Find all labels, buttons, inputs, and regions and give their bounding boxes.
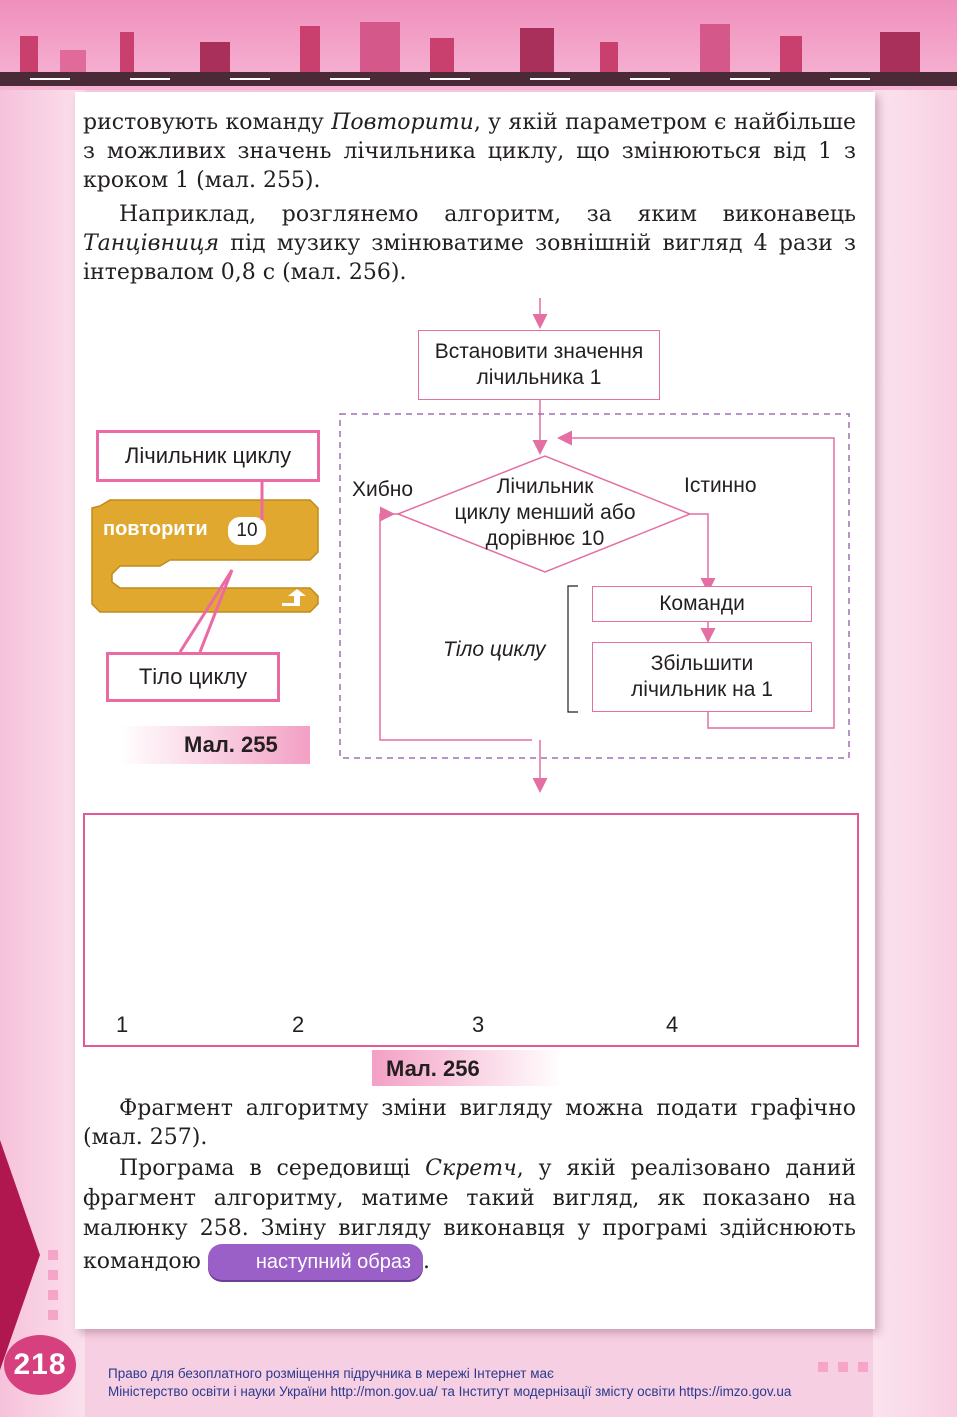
dancer-photo-frame [83, 813, 859, 1047]
condition-line: дорівнює 10 [485, 527, 605, 550]
road-dash [730, 78, 770, 80]
text-run: , у якій параметром є найбільше з можлив… [83, 110, 856, 193]
road-dash [430, 78, 470, 80]
road-dash [630, 78, 670, 80]
road-dash [130, 78, 170, 80]
road-dash [30, 78, 70, 80]
paragraph-3: Фрагмент алгоритму зміни вигляду можна п… [83, 1096, 856, 1150]
box-text: лічильник на 1 [631, 678, 773, 701]
repeat-label: повторити [103, 518, 208, 540]
callout-text: Лічильник циклу [124, 443, 292, 468]
box-text: Встановити значення [434, 340, 644, 363]
init-counter-box: Встановити значення лічильника 1 [418, 330, 660, 400]
callout-loop-counter: Лічильник циклу [96, 430, 320, 482]
callout-text: Тіло циклу [138, 664, 248, 689]
text-run: Наприклад, розглянемо алгоритм, за яким … [119, 202, 856, 227]
paragraph-4: Програма в середовищі Скретч, у якій реа… [83, 1154, 856, 1280]
top-banner [0, 0, 957, 90]
text-run: Програма в середовищі [119, 1156, 426, 1181]
condition-text: Лічильник циклу менший або дорівнює 10 [430, 474, 660, 552]
left-triangle-decoration [0, 1140, 40, 1370]
decor-square [48, 1290, 58, 1300]
paragraph-2: Наприклад, розглянемо алгоритм, за яким … [83, 200, 856, 287]
text-run: ристовують команду [83, 110, 332, 135]
dancer-number: 2 [292, 1012, 305, 1037]
decor-square [858, 1362, 868, 1372]
dancer-number: 1 [116, 1012, 129, 1037]
caption-bar-255 [120, 726, 310, 764]
performer-name: Танцівниця [83, 231, 220, 256]
building [600, 42, 618, 72]
caption-fig-255: Мал. 255 [184, 732, 278, 757]
callout-pointer [178, 569, 234, 653]
text-run: , у якій реалізовано даний фрагмент алго… [83, 1156, 856, 1274]
condition-line: Лічильник [496, 475, 594, 498]
increment-counter-box: Збільшити лічильник на 1 [592, 642, 812, 712]
box-text: Збільшити [650, 652, 754, 675]
building [300, 26, 320, 72]
box-text: лічильника 1 [476, 366, 602, 389]
road-dash [230, 78, 270, 80]
road-dash [830, 78, 870, 80]
text-run: під музику змінюватиме зовнішній вигляд … [83, 231, 856, 285]
repeat-count-input[interactable]: 10 [236, 520, 258, 541]
loop-body-label: Тіло циклу [443, 638, 546, 661]
command-name: Повторити [331, 110, 474, 135]
commands-box: Команди [592, 586, 812, 622]
footer-ministry-line: Міністерство освіти і науки України http… [108, 1384, 792, 1399]
building [120, 32, 134, 72]
building [200, 42, 230, 72]
building [780, 36, 802, 72]
decor-square [818, 1362, 828, 1372]
decor-square [48, 1250, 58, 1260]
footer-rights-line: Право для безоплатного розміщення підруч… [108, 1366, 554, 1381]
road-dash [530, 78, 570, 80]
paragraph-1: ристовують команду Повторити, у якій пар… [83, 108, 856, 195]
text-run: . [422, 1249, 430, 1274]
road [0, 72, 957, 86]
dancer-number: 4 [666, 1012, 679, 1037]
repeat-block [91, 499, 319, 613]
dancer-number: 3 [472, 1012, 485, 1037]
building [520, 28, 554, 72]
building [60, 50, 86, 72]
caption-bar-256 [372, 1050, 562, 1086]
decor-square [48, 1270, 58, 1280]
caption-fig-256: Мал. 256 [386, 1056, 480, 1081]
condition-line: циклу менший або [454, 501, 636, 524]
building [360, 22, 400, 72]
decor-square [838, 1362, 848, 1372]
building [20, 36, 38, 72]
road-dash [330, 78, 370, 80]
building [700, 24, 730, 72]
callout-pointer [198, 569, 234, 653]
right-margin-decoration [873, 90, 957, 1417]
page-number: 218 [4, 1335, 76, 1395]
building [430, 38, 454, 72]
environment-name: Скретч [425, 1156, 517, 1181]
false-branch-label: Хибно [352, 478, 414, 501]
callout-loop-body: Тіло циклу [106, 652, 280, 702]
decor-square [48, 1310, 58, 1320]
condition-diamond [395, 455, 693, 573]
true-branch-label: Істинно [684, 474, 757, 497]
building [880, 32, 920, 72]
next-costume-block: наступний образ [207, 1244, 423, 1280]
